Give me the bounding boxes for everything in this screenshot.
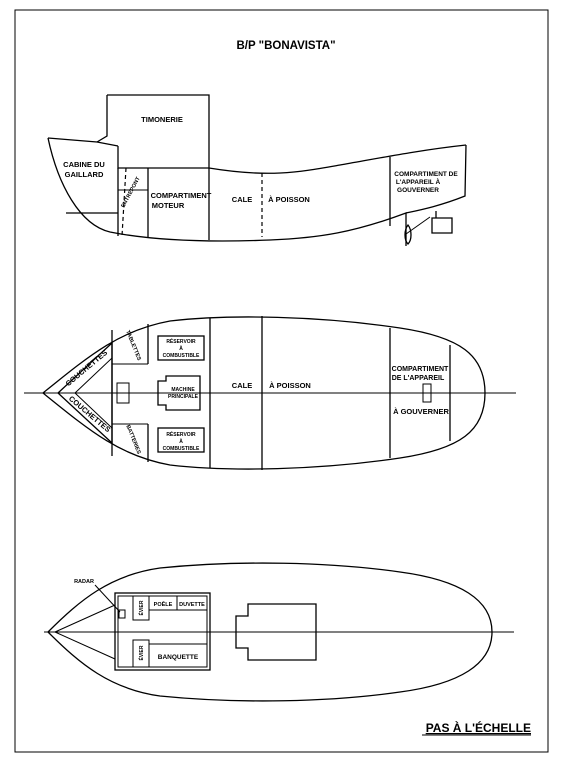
- forecastle-label-2: GAILLARD: [65, 170, 104, 179]
- rudder-icon: [431, 211, 453, 234]
- plan-steering-label-1: COMPARTIMENT: [392, 366, 449, 373]
- plan-steering-label-3: À GOUVERNER: [393, 407, 449, 416]
- sink-top-label: ÉVIER: [137, 600, 145, 615]
- bulkheads: [66, 157, 391, 240]
- plan-bulkheads: [111, 316, 451, 470]
- radar-leader: [94, 584, 121, 613]
- batteries-label: BATTERIES: [124, 424, 141, 455]
- engine-compartment-label-1: COMPARTIMENT: [151, 191, 212, 200]
- deck-line: [117, 144, 467, 174]
- stern-outline: [405, 144, 467, 214]
- fuel-top-label-2: À: [179, 345, 183, 352]
- engine-label-2: PRINCIPALE: [168, 394, 199, 400]
- forecastle-label-1: CABINE DU: [63, 160, 105, 169]
- plan-steering-label-2: DE L'APPAREIL: [392, 375, 445, 382]
- fuel-bottom-label-2: À: [179, 438, 183, 445]
- stove-label: POÊLE: [154, 600, 173, 608]
- profile-hold-label-left: CALE: [232, 195, 252, 204]
- duvet-box: [176, 595, 208, 611]
- forecastle-outline: [47, 137, 119, 147]
- duvet-label: DUVETTE: [179, 602, 205, 608]
- propeller-shaft: [405, 216, 431, 235]
- tables-label: TABLETTES: [124, 330, 142, 362]
- plan-hold-label-left: CALE: [232, 381, 252, 390]
- deckhouse-outline: [114, 592, 211, 671]
- steering-label-3: GOUVERNER: [397, 187, 439, 194]
- fuel-top-label-3: COMBUSTIBLE: [163, 353, 200, 359]
- bench-label: BANQUETTE: [158, 654, 199, 661]
- main-engine-block: [157, 375, 201, 411]
- engine-label-1: MACHINE: [171, 387, 195, 393]
- deck-view: RADAR ÉVIER POÊLE DUVETTE ÉVIER BANQUETT…: [44, 562, 514, 702]
- bench-box: [148, 643, 208, 668]
- plan-cross-walls: [112, 363, 148, 425]
- deck-bow-lines: [54, 604, 116, 660]
- hull-bottom: [47, 137, 407, 246]
- plan-view: COUCHETTES COUCHETTES TABLETTES BATTERIE…: [24, 316, 516, 470]
- plan-hold-label-right: À POISSON: [269, 381, 311, 390]
- profile-view: TIMONERIE CABINE DU GAILLARD ENTREPONT C…: [47, 94, 467, 246]
- engine-housing: [235, 603, 317, 661]
- steering-label-1: COMPARTIMENT DE: [394, 171, 458, 178]
- page-frame: [14, 9, 549, 753]
- drawing-title: B/P "BONAVISTA": [236, 40, 335, 52]
- berths-bottom-label: COUCHETTES: [67, 394, 112, 434]
- wheelhouse-label: TIMONERIE: [141, 115, 183, 124]
- forward-hatch: [116, 382, 130, 404]
- sink-bottom-label: ÉVIER: [137, 645, 145, 660]
- fuel-bottom-label-1: RÉSERVOIR: [166, 430, 196, 438]
- wheelhouse-outline: [96, 94, 210, 168]
- entrepont-label: ENTREPONT: [121, 176, 143, 209]
- footer-label: PAS À L'ÉCHELLE: [426, 720, 531, 735]
- fuel-top-label-1: RÉSERVOIR: [166, 337, 196, 345]
- profile-hold-label-right: À POISSON: [268, 195, 310, 204]
- fuel-tank-top: [157, 335, 205, 361]
- engine-compartment-label-2: MOTEUR: [152, 201, 185, 210]
- fuel-bottom-label-3: COMBUSTIBLE: [163, 446, 200, 452]
- steering-label-2: L'APPAREIL À: [396, 177, 441, 186]
- radar-icon: [118, 609, 126, 619]
- fuel-tank-bottom: [157, 427, 205, 453]
- entrepont-dashed-line: [121, 167, 127, 237]
- steering-gear: [422, 383, 432, 403]
- radar-label: RADAR: [74, 579, 94, 585]
